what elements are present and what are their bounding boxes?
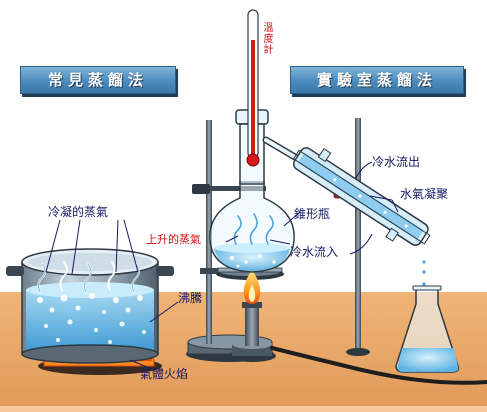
thermometer-icon bbox=[246, 9, 260, 167]
thermometer-label: 溫度計 bbox=[261, 22, 272, 55]
flask-label: 錐形瓶 bbox=[294, 207, 331, 221]
liebig-condenser bbox=[292, 147, 431, 246]
cold-water-in-label: 冷水流入 bbox=[290, 245, 339, 259]
gas-flame-label: 氣體火焰 bbox=[140, 367, 189, 381]
lab-distillation-title: 實驗室蒸餾法 bbox=[290, 66, 464, 94]
vapor-condense-label: 水氣凝聚 bbox=[400, 187, 449, 201]
left-pointer-lines bbox=[45, 219, 179, 371]
cold-water-out-label: 冷水流出 bbox=[372, 155, 421, 169]
boiling-pot bbox=[6, 248, 174, 375]
boiling-label: 沸騰 bbox=[178, 291, 203, 305]
erlenmeyer-flask bbox=[395, 285, 460, 373]
condensed-vapor-label: 冷凝的蒸氣 bbox=[48, 205, 109, 219]
drips bbox=[422, 260, 426, 286]
right-pointer-lines bbox=[225, 161, 399, 255]
gas-hose bbox=[270, 346, 487, 385]
rising-vapor-label: 上升的蒸氣 bbox=[146, 233, 201, 246]
bunsen-burner bbox=[228, 270, 276, 362]
floor-bottom-edge bbox=[0, 406, 487, 412]
common-distillation-title: 常見蒸餾法 bbox=[20, 66, 176, 94]
